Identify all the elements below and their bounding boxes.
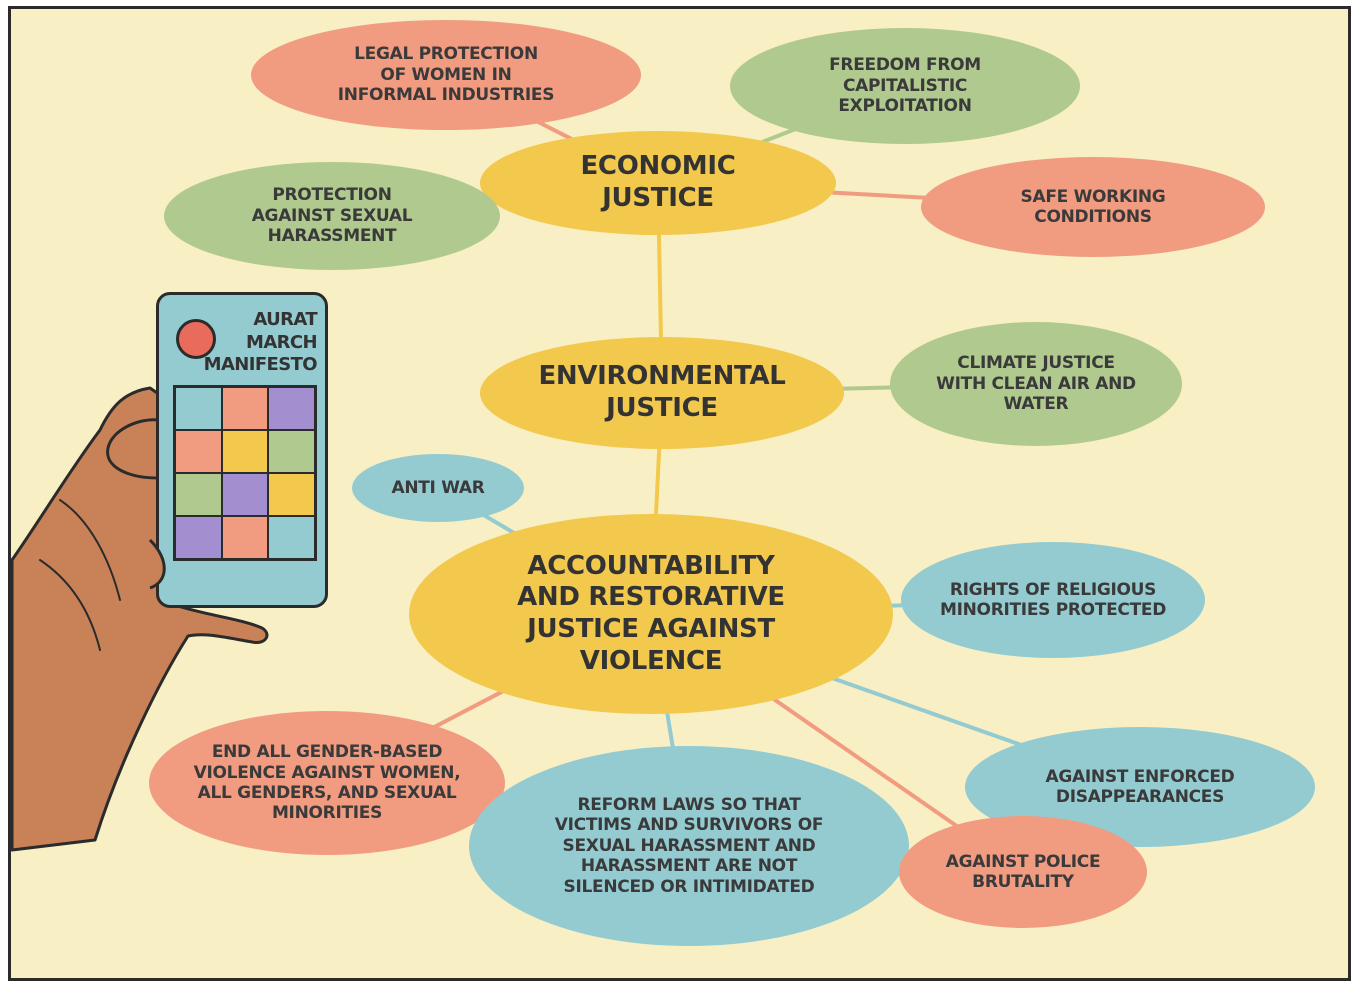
topic-freedom-exploitation: Freedom From Capitalistic Exploitation [730, 28, 1080, 144]
topic-label-safe-working: Safe Working Conditions [1020, 186, 1166, 227]
topic-protection-harassment: Protection Against Sexual Harassment [164, 162, 500, 270]
hub-economic: Economic Justice [480, 131, 836, 235]
hand-thumb [106, 418, 159, 480]
phone-grid-tile [176, 474, 221, 515]
topic-label-anti-war: Anti War [391, 477, 485, 498]
hub-label-economic: Economic Justice [580, 151, 736, 213]
topic-legal-protection: Legal Protection of Women in Informal In… [251, 20, 641, 130]
phone: Aurat March Manifesto [156, 292, 328, 608]
phone-grid-tile [269, 388, 314, 429]
topic-anti-war: Anti War [352, 454, 524, 522]
phone-app-grid [173, 385, 317, 561]
topic-label-protection-harassment: Protection Against Sexual Harassment [251, 185, 413, 247]
hand-arm [10, 386, 269, 852]
topic-label-religious-minorities: Rights of Religious Minorities Protected [939, 579, 1167, 620]
phone-grid-tile [269, 431, 314, 472]
topic-end-gbv: End All Gender-Based Violence Against Wo… [149, 711, 505, 855]
phone-grid-tile [176, 517, 221, 558]
phone-grid-tile [222, 388, 268, 429]
topic-label-climate-justice: Climate Justice with Clean Air and Water [936, 353, 1136, 415]
hub-label-accountability: Accountability and Restorative Justice A… [517, 550, 785, 676]
phone-title: Aurat March Manifesto [203, 309, 318, 375]
topic-safe-working: Safe Working Conditions [921, 157, 1265, 257]
phone-logo-dot [176, 319, 216, 359]
phone-grid-tile [222, 474, 268, 515]
phone-grid-tile [269, 474, 314, 515]
topic-label-reform-laws: Reform Laws So That Victims and Survivor… [554, 795, 824, 897]
phone-grid-tile [176, 431, 221, 472]
phone-grid-tile [269, 517, 314, 558]
topic-reform-laws: Reform Laws So That Victims and Survivor… [469, 746, 909, 946]
hub-label-environmental: Environmental Justice [538, 361, 786, 423]
hub-environmental: Environmental Justice [480, 337, 844, 449]
topic-police-brutality: Against Police Brutality [899, 816, 1147, 928]
topic-label-freedom-exploitation: Freedom From Capitalistic Exploitation [829, 55, 981, 117]
hand-crease [39, 499, 121, 651]
phone-grid-tile [222, 517, 268, 558]
hub-accountability: Accountability and Restorative Justice A… [409, 514, 893, 714]
topic-climate-justice: Climate Justice with Clean Air and Water [890, 322, 1182, 446]
topic-religious-minorities: Rights of Religious Minorities Protected [901, 542, 1205, 658]
topic-label-legal-protection: Legal Protection of Women in Informal In… [337, 44, 555, 106]
topic-label-end-gbv: End All Gender-Based Violence Against Wo… [193, 742, 461, 824]
topic-label-police-brutality: Against Police Brutality [945, 851, 1101, 892]
topic-label-enforced-disappearances: Against Enforced Disappearances [1045, 766, 1235, 807]
phone-grid-tile [176, 388, 221, 429]
phone-grid-tile [222, 431, 268, 472]
